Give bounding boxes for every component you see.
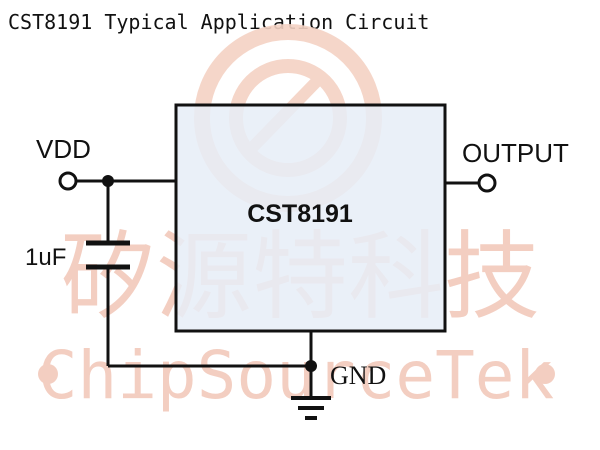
gnd-junction	[305, 360, 317, 372]
output-label: OUTPUT	[462, 138, 569, 168]
gnd-label: GND	[330, 361, 386, 390]
vdd-net	[58, 171, 176, 243]
watermark-dot-right	[535, 364, 555, 384]
gnd-net	[106, 267, 317, 396]
diagram-title: CST8191 Typical Application Circuit	[8, 10, 430, 34]
watermark-en-text: ChipSourceTek	[38, 337, 555, 414]
ground-icon	[291, 396, 331, 420]
watermark-dot-left	[38, 364, 58, 384]
vdd-label: VDD	[36, 134, 91, 164]
output-terminal	[477, 173, 497, 193]
output-net	[445, 173, 497, 193]
capacitor-value-label: 1uF	[25, 244, 66, 271]
chip-label: CST8191	[247, 200, 353, 228]
vdd-terminal	[58, 171, 78, 191]
